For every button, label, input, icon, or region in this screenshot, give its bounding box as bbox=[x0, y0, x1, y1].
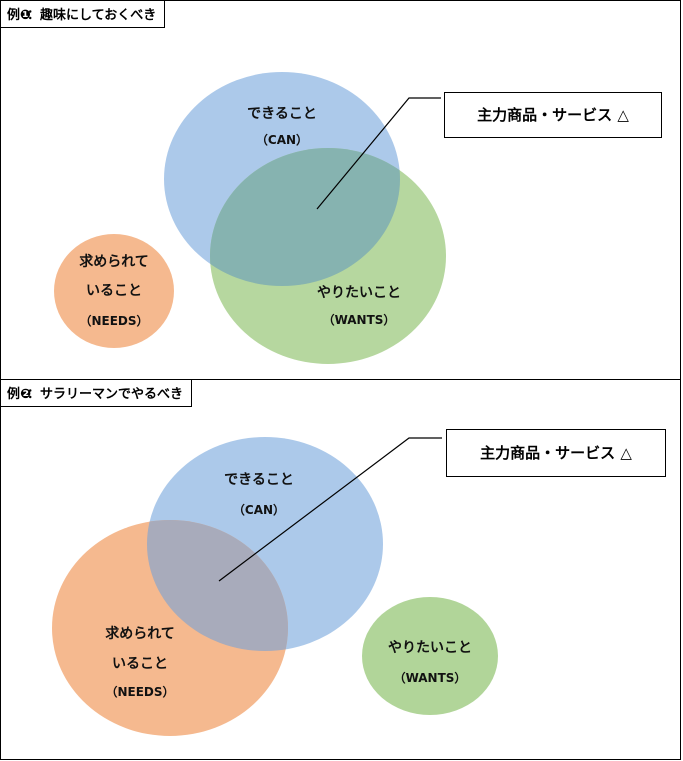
example-2-title: 例❷ ：サラリーマンでやるべき bbox=[1, 380, 193, 407]
wants-circle bbox=[362, 597, 498, 715]
main-product-callout: 主力商品・サービス △ bbox=[446, 429, 666, 477]
callout-line bbox=[316, 97, 441, 210]
wants-label: やりたいこと bbox=[317, 285, 401, 301]
venn-diagram-2: できること （CAN） 求められて いること （NEEDS） やりたいこと （W… bbox=[52, 437, 498, 736]
can-sublabel: （CAN） bbox=[256, 132, 308, 147]
wants-sublabel: （WANTS） bbox=[323, 312, 396, 327]
example-2-number: 例❷ bbox=[7, 387, 32, 402]
example-2-title-text: ：サラリーマンでやるべき bbox=[27, 387, 184, 402]
example-1-title: 例❶ ：趣味にしておくべき bbox=[1, 1, 166, 28]
callout-line bbox=[218, 437, 442, 582]
wants-sublabel: （WANTS） bbox=[394, 670, 467, 685]
can-label: できること bbox=[224, 472, 294, 488]
can-wants-overlap bbox=[210, 148, 400, 286]
wants-label: やりたいこと bbox=[388, 640, 472, 656]
needs-circle bbox=[54, 234, 174, 348]
needs-sublabel: （NEEDS） bbox=[79, 313, 148, 328]
needs-label-1: 求められて bbox=[79, 253, 149, 270]
can-label: できること bbox=[247, 106, 317, 122]
example-1-panel: できること （CAN） やりたいこと （WANTS） 求められて いること （N… bbox=[0, 0, 681, 380]
example-1-number: 例❶ bbox=[7, 8, 32, 23]
needs-sublabel: （NEEDS） bbox=[105, 684, 174, 699]
example-2-panel: できること （CAN） 求められて いること （NEEDS） やりたいこと （W… bbox=[0, 379, 681, 760]
can-sublabel: （CAN） bbox=[233, 502, 285, 517]
main-product-callout: 主力商品・サービス △ bbox=[444, 92, 662, 138]
needs-label-2: いること bbox=[112, 656, 168, 672]
example-1-title-text: ：趣味にしておくべき bbox=[27, 8, 157, 23]
venn-diagram-1: できること （CAN） やりたいこと （WANTS） 求められて いること （N… bbox=[54, 72, 446, 364]
needs-label-2: いること bbox=[86, 283, 142, 299]
needs-label-1: 求められて bbox=[105, 625, 175, 642]
